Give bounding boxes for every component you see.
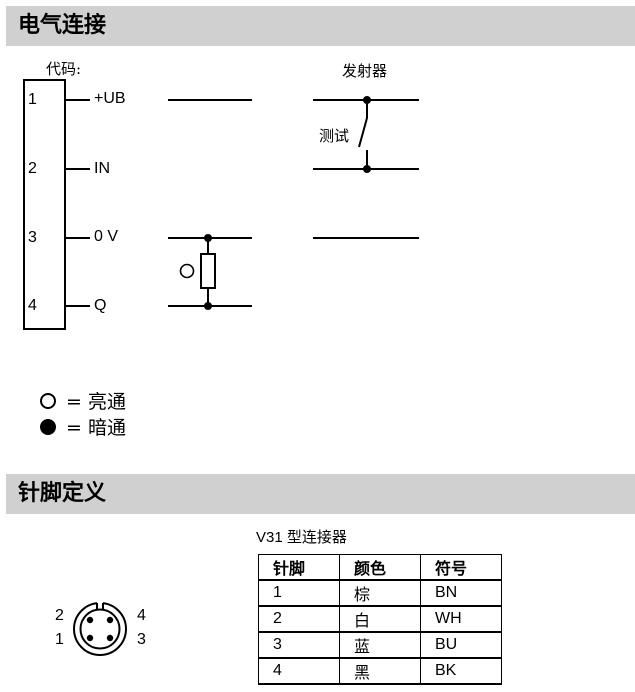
signal-label: IN: [94, 160, 110, 177]
terminal-number: 4: [28, 297, 37, 314]
test-switch: [358, 117, 368, 148]
cell-code: BN: [420, 579, 502, 607]
load-resistor: [200, 253, 216, 289]
signal-label: Q: [94, 297, 107, 314]
terminal-number: 2: [28, 160, 37, 177]
col-header: 针脚: [258, 554, 340, 581]
cell-code: BU: [420, 631, 502, 659]
terminal-number: 1: [28, 91, 37, 108]
signal-label: 0 V: [94, 228, 119, 245]
connector-pin-label: 1: [55, 631, 64, 648]
filled-circle-icon: [40, 418, 56, 435]
section-header-pinout: 针脚定义: [6, 474, 635, 514]
legend-light-on: = 亮通: [40, 387, 126, 414]
pin-dot: [106, 634, 114, 642]
hollow-circle-icon: [40, 392, 56, 409]
table-header-row: 针脚 颜色 符号: [258, 554, 502, 581]
junction-dot: [204, 302, 212, 310]
cell-color: 棕: [339, 579, 421, 607]
pin-dot: [86, 634, 94, 642]
cell-pin: 4: [258, 657, 340, 685]
cell-code: BK: [420, 657, 502, 685]
table-row: 1 棕 BN: [258, 579, 502, 607]
test-label: 测试: [319, 127, 350, 145]
cell-color: 黑: [339, 657, 421, 685]
table-row: 3 蓝 BU: [258, 631, 502, 659]
junction-dot: [363, 165, 371, 173]
cell-pin: 2: [258, 605, 340, 633]
pin-dot: [106, 616, 114, 624]
legend-dark-on: = 暗通: [40, 413, 126, 440]
connector-pin-label: 4: [137, 607, 146, 624]
connector-pin-label: 3: [137, 631, 146, 648]
signal-label: +UB: [94, 90, 126, 107]
pin-table: 针脚 颜色 符号 1 棕 BN 2 白 WH 3 蓝 BU 4 黑 BK: [258, 554, 502, 685]
pin-dot: [86, 616, 94, 624]
cell-pin: 3: [258, 631, 340, 659]
junction-dot: [363, 96, 371, 104]
col-header: 颜色: [339, 554, 421, 581]
connector-inner-ring: [79, 608, 121, 650]
light-on-symbol: [179, 263, 195, 279]
connector-key: [97, 600, 103, 606]
connector-outer-ring: [73, 602, 127, 656]
connector-pin-label: 2: [55, 607, 64, 624]
cell-code: WH: [420, 605, 502, 633]
code-label: 代码:: [46, 60, 82, 78]
cell-color: 蓝: [339, 631, 421, 659]
table-row: 2 白 WH: [258, 605, 502, 633]
cell-color: 白: [339, 605, 421, 633]
wiring-diagram: [23, 79, 419, 330]
cell-pin: 1: [258, 579, 340, 607]
junction-dot: [204, 234, 212, 242]
terminal-number: 3: [28, 229, 37, 246]
connector-title: V31 型连接器: [256, 529, 347, 546]
section-header-electrical: 电气连接: [6, 6, 635, 46]
col-header: 符号: [420, 554, 502, 581]
transmitter-label: 发射器: [342, 62, 388, 80]
terminal-block: [23, 79, 66, 330]
table-row: 4 黑 BK: [258, 657, 502, 685]
